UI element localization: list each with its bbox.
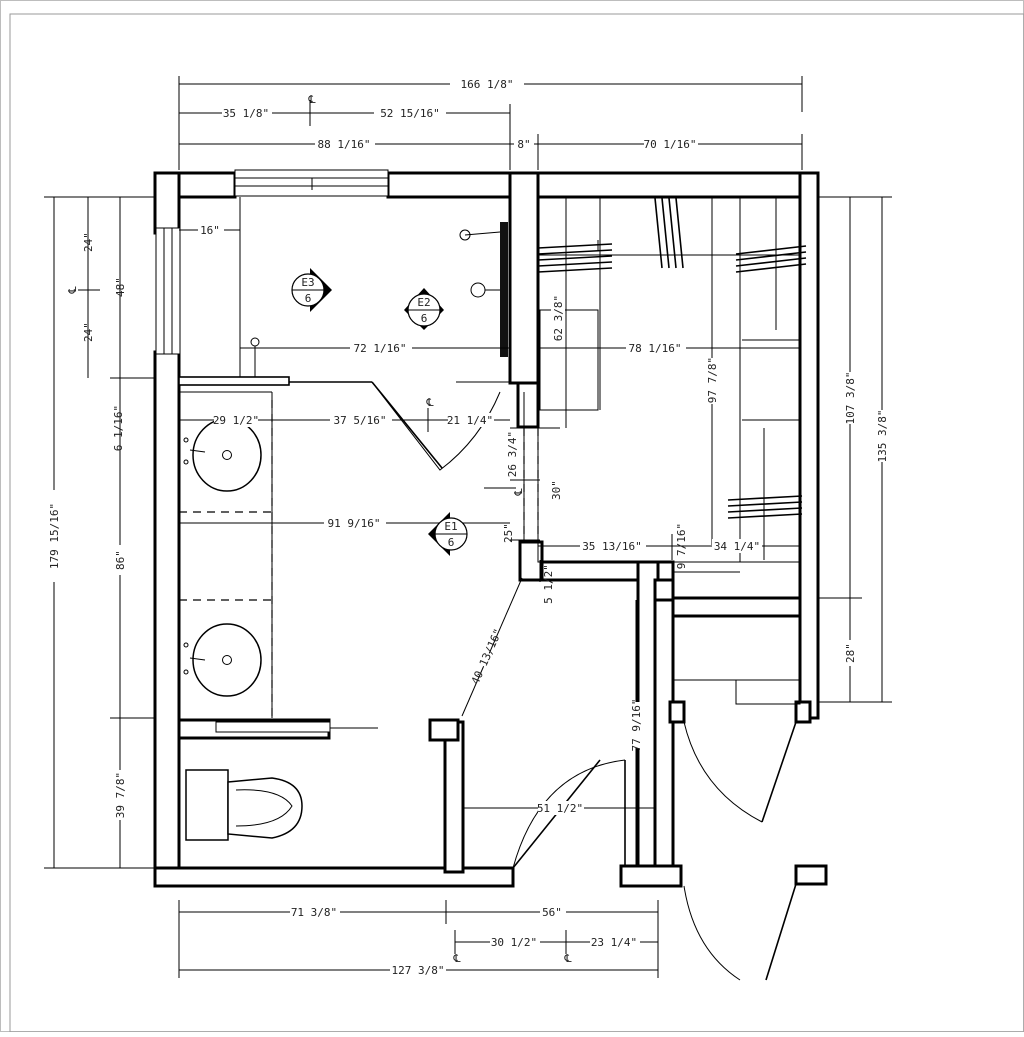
shower-glass-panel — [500, 222, 508, 357]
dim-closet-34: 34 1/4" — [714, 540, 760, 553]
centerline-mark: ℄ — [425, 396, 433, 409]
dim-right-28: 28" — [844, 643, 857, 663]
dim-right-135: 135 3/8" — [876, 410, 889, 463]
top-window — [234, 169, 389, 197]
dim-bottom-23: 23 1/4" — [591, 936, 637, 949]
dim-top-overall: 166 1/8" — [461, 78, 514, 91]
dim-right-107: 107 3/8" — [844, 372, 857, 425]
elevation-sheet: 6 — [305, 292, 312, 305]
dim-left-48: 48" — [114, 277, 127, 297]
dim-mid-91: 91 9/16" — [328, 517, 381, 530]
dim-shower-width: 72 1/16" — [354, 342, 407, 355]
shower-area — [178, 197, 510, 471]
centerline-mark: ℄ — [66, 286, 79, 294]
dim-closet-width: 78 1/16" — [629, 342, 682, 355]
dim-left-6: 6 1/16" — [112, 405, 125, 451]
dim-left-24-bottom: 24" — [82, 322, 95, 342]
dim-window-offset: 16" — [200, 224, 220, 237]
dim-bottom-71: 71 3/8" — [291, 906, 337, 919]
dim-left-24-top: 24" — [82, 232, 95, 252]
toilet — [185, 769, 303, 841]
vanity-area — [179, 391, 378, 733]
dim-v-26: 26 3/4" — [506, 431, 519, 477]
elevation-id: E3 — [301, 276, 314, 289]
elevation-marker-e3: E3 6 — [291, 268, 332, 312]
dim-v-30: 30" — [550, 480, 563, 500]
elevation-marker-e2: E2 6 — [404, 288, 444, 330]
dim-bottom-overall: 127 3/8" — [392, 964, 445, 977]
elevation-id: E1 — [444, 520, 457, 533]
dim-bottom-56: 56" — [542, 906, 562, 919]
dim-v-25: 25" — [502, 523, 515, 543]
dim-left-39: 39 7/8" — [114, 772, 127, 818]
dim-top-left-b: 52 15/16" — [380, 107, 440, 120]
dim-hall-51: 51 1/2" — [537, 802, 583, 815]
dim-left-overall: 179 15/16" — [48, 503, 61, 569]
walk-in-closet — [537, 196, 807, 705]
dim-vanity-37: 37 5/16" — [334, 414, 387, 427]
elevation-sheet: 6 — [448, 536, 455, 549]
dim-vanity-21: 21 1/4" — [447, 414, 493, 427]
dim-closet-9: 9 7/16" — [675, 523, 688, 569]
centerline-mark: ℄ — [563, 952, 571, 965]
dim-top-row2-a: 88 1/16" — [318, 138, 371, 151]
dim-small-5: 5 1/2" — [542, 564, 555, 604]
dim-closet-35: 35 13/16" — [582, 540, 642, 553]
dim-top-left-a: 35 1/8" — [223, 107, 269, 120]
diagonal-dimension-line — [461, 577, 523, 717]
sink-basin — [192, 418, 262, 492]
centerline-mark: ℄ — [452, 952, 460, 965]
dim-left-86: 86" — [114, 550, 127, 570]
dim-top-row2-c: 70 1/16" — [644, 138, 697, 151]
dim-bottom-30: 30 1/2" — [491, 936, 537, 949]
left-window — [155, 227, 181, 355]
centerline-mark: ℄ — [512, 488, 525, 496]
dim-vanity-29: 29 1/2" — [213, 414, 259, 427]
dim-top-row2-b: 8" — [517, 138, 530, 151]
dim-hall-77: 77 9/16" — [630, 699, 643, 752]
centerline-mark: ℄ — [307, 93, 315, 106]
elevation-marker-e1: E1 6 — [428, 512, 468, 556]
dim-closet-62: 62 3/8" — [552, 295, 565, 341]
sink-basin — [192, 623, 262, 697]
elevation-id: E2 — [417, 296, 430, 309]
elevation-sheet: 6 — [421, 312, 428, 325]
dim-closet-97: 97 7/8" — [706, 357, 719, 403]
